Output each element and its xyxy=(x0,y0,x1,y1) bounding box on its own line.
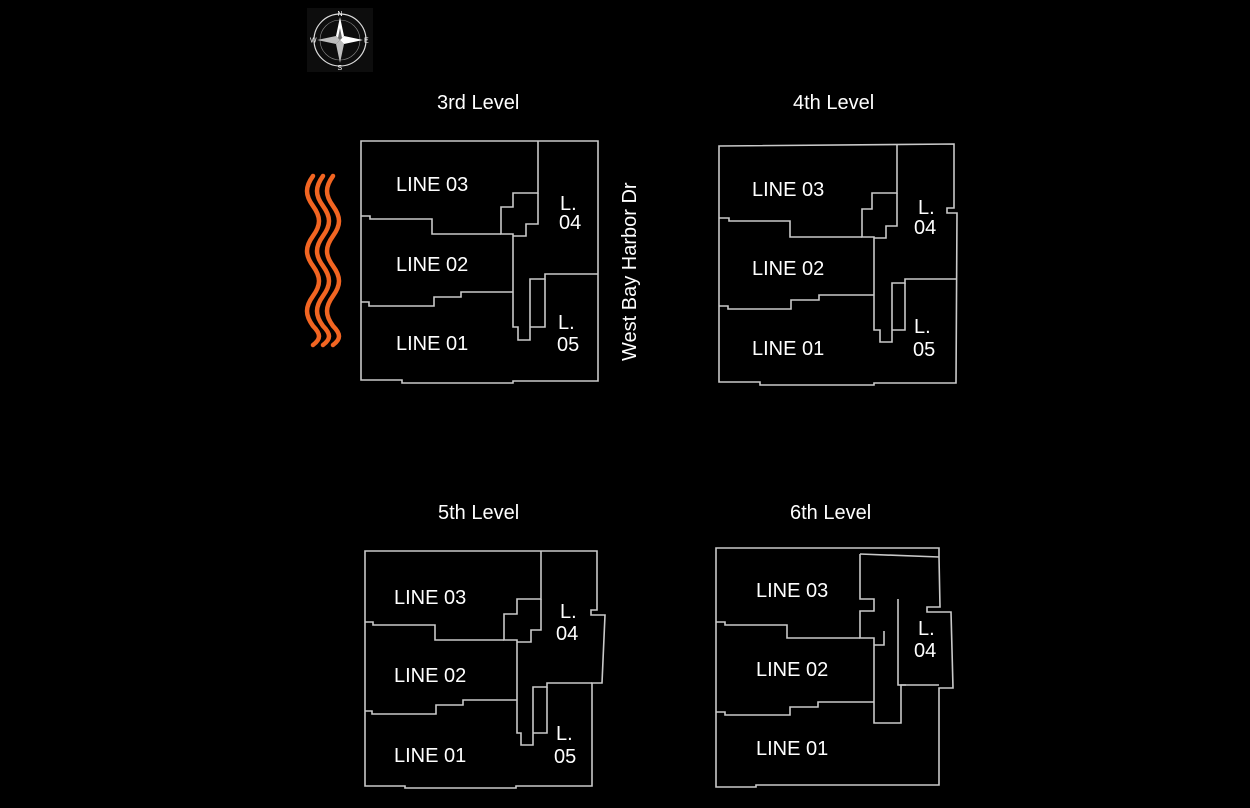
level-6-l04-prefix: L. xyxy=(918,618,935,640)
level-4-l05-number: 05 xyxy=(913,339,935,361)
level-3-core xyxy=(500,141,598,341)
level-3-title: 3rd Level xyxy=(437,92,519,114)
level-5-core xyxy=(503,551,592,746)
level-5-l05-number: 05 xyxy=(554,746,576,768)
level-3-line02: LINE 02 xyxy=(396,254,468,276)
street-label: West Bay Harbor Dr xyxy=(619,182,641,361)
level-4-l05-prefix: L. xyxy=(914,316,931,338)
level-6-plan: 6th Level LINE 03 LINE 02 LINE 01 L. 04 xyxy=(715,502,954,788)
level-3-plan: 3rd Level LINE 03 LINE 02 LINE 01 L. 04 … xyxy=(360,92,599,384)
level-6-line02: LINE 02 xyxy=(756,659,828,681)
level-4-outline xyxy=(718,143,958,386)
level-4-line03: LINE 03 xyxy=(752,179,824,201)
compass-rose-icon: N S E W xyxy=(307,8,373,72)
level-6-title: 6th Level xyxy=(790,502,871,524)
level-5-line02: LINE 02 xyxy=(394,665,466,687)
compass-w-label: W xyxy=(310,38,317,45)
level-5-title: 5th Level xyxy=(438,502,519,524)
level-6-line03: LINE 03 xyxy=(756,580,828,602)
level-3-outline xyxy=(360,140,599,384)
level-4-l04-number: 04 xyxy=(914,217,936,239)
level-4-line02: LINE 02 xyxy=(752,258,824,280)
level-4-title: 4th Level xyxy=(793,92,874,114)
level-4-l04-prefix: L. xyxy=(918,197,935,219)
level-6-outline xyxy=(715,547,954,788)
level-5-line01: LINE 01 xyxy=(394,745,466,767)
water-waves-icon xyxy=(304,173,342,348)
level-3-l05-prefix: L. xyxy=(558,312,575,334)
level-5-l05-prefix: L. xyxy=(556,723,573,745)
level-3-line03: LINE 03 xyxy=(396,174,468,196)
level-4-line01: LINE 01 xyxy=(752,338,824,360)
level-5-l04-number: 04 xyxy=(556,623,578,645)
level-5-plan: 5th Level LINE 03 LINE 02 LINE 01 L. 04 … xyxy=(364,502,606,789)
compass-e-label: E xyxy=(364,38,369,45)
level-6-l04-number: 04 xyxy=(914,640,936,662)
level-5-line03: LINE 03 xyxy=(394,587,466,609)
level-4-plan: 4th Level LINE 03 LINE 02 LINE 01 L. 04 … xyxy=(718,92,958,386)
level-5-l04-prefix: L. xyxy=(560,601,577,623)
level-3-l05-number: 05 xyxy=(557,334,579,356)
level-6-line01: LINE 01 xyxy=(756,738,828,760)
level-4-core xyxy=(861,144,956,343)
level-3-line01: LINE 01 xyxy=(396,333,468,355)
level-3-l04-prefix: L. xyxy=(560,193,577,215)
level-3-l04-number: 04 xyxy=(559,212,581,234)
compass-s-label: S xyxy=(338,65,343,72)
compass-n-label: N xyxy=(338,11,343,18)
